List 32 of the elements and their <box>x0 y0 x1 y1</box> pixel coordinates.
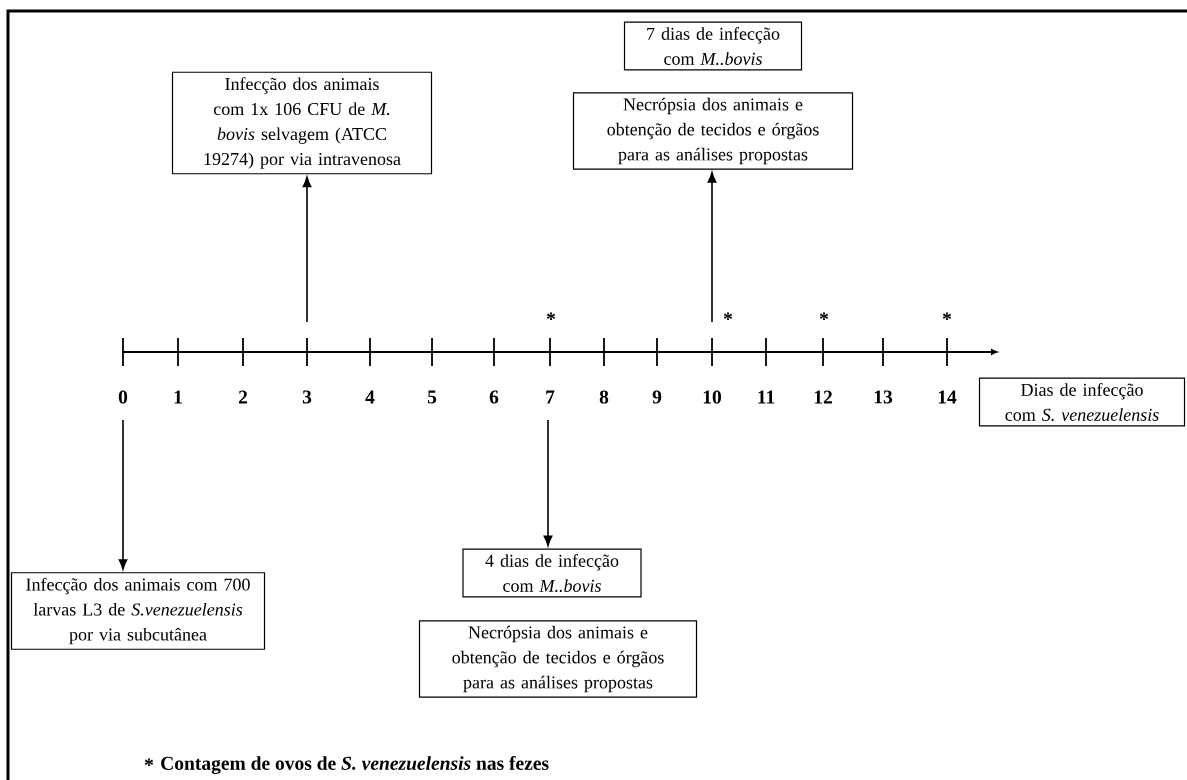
tick-label: 10 <box>703 390 721 404</box>
tick-label: 13 <box>874 390 893 404</box>
arrow <box>543 419 553 546</box>
text-box: 7 dias de infecção com M..bovis <box>623 21 803 71</box>
tick-label: 6 <box>489 390 499 404</box>
arrow <box>302 176 312 323</box>
text-box: Infecção dos animais com 700 larvas L3 de S.venezuelensis por via subcutânea <box>10 572 266 650</box>
tick-label: 11 <box>758 390 775 404</box>
tick-label: 12 <box>814 390 832 404</box>
text-box: 4 dias de infecção com M..bovis <box>462 548 642 598</box>
arrow <box>118 419 128 570</box>
tick-label: 1 <box>174 390 182 404</box>
tick-label: 2 <box>238 390 248 404</box>
text-box: Dias de infecção com S. venezuelensis <box>978 377 1186 427</box>
tick-label: 4 <box>365 390 375 404</box>
tick-label: 3 <box>302 390 312 404</box>
text-box: Necrópsia dos animais e obtenção de tecidos e órgãos para as análises propostas <box>572 92 854 170</box>
tick-label: 14 <box>938 390 957 404</box>
tick-label: 9 <box>652 390 662 404</box>
tick-label: 8 <box>599 390 609 404</box>
star-mark: * <box>723 312 733 320</box>
tick-label: 5 <box>427 390 437 404</box>
arrow <box>707 172 717 323</box>
text-box: Infecção dos animais com 1x 106 CFU de M. bovis selvagem (ATCC 19274) por via intravenosa <box>171 71 433 175</box>
footnote-mark: * <box>144 758 154 766</box>
star-mark: * <box>819 312 829 320</box>
tick-label: 7 <box>546 390 555 404</box>
star-mark: * <box>546 312 556 320</box>
footnote-text: Contagem de ovos de S. venezuelensis nas fezes <box>161 756 549 774</box>
star-mark: * <box>942 312 952 320</box>
text-box: Necrópsia dos animais e obtenção de tecidos e órgãos para as análises propostas <box>418 620 698 698</box>
tick-label: 0 <box>118 390 128 404</box>
